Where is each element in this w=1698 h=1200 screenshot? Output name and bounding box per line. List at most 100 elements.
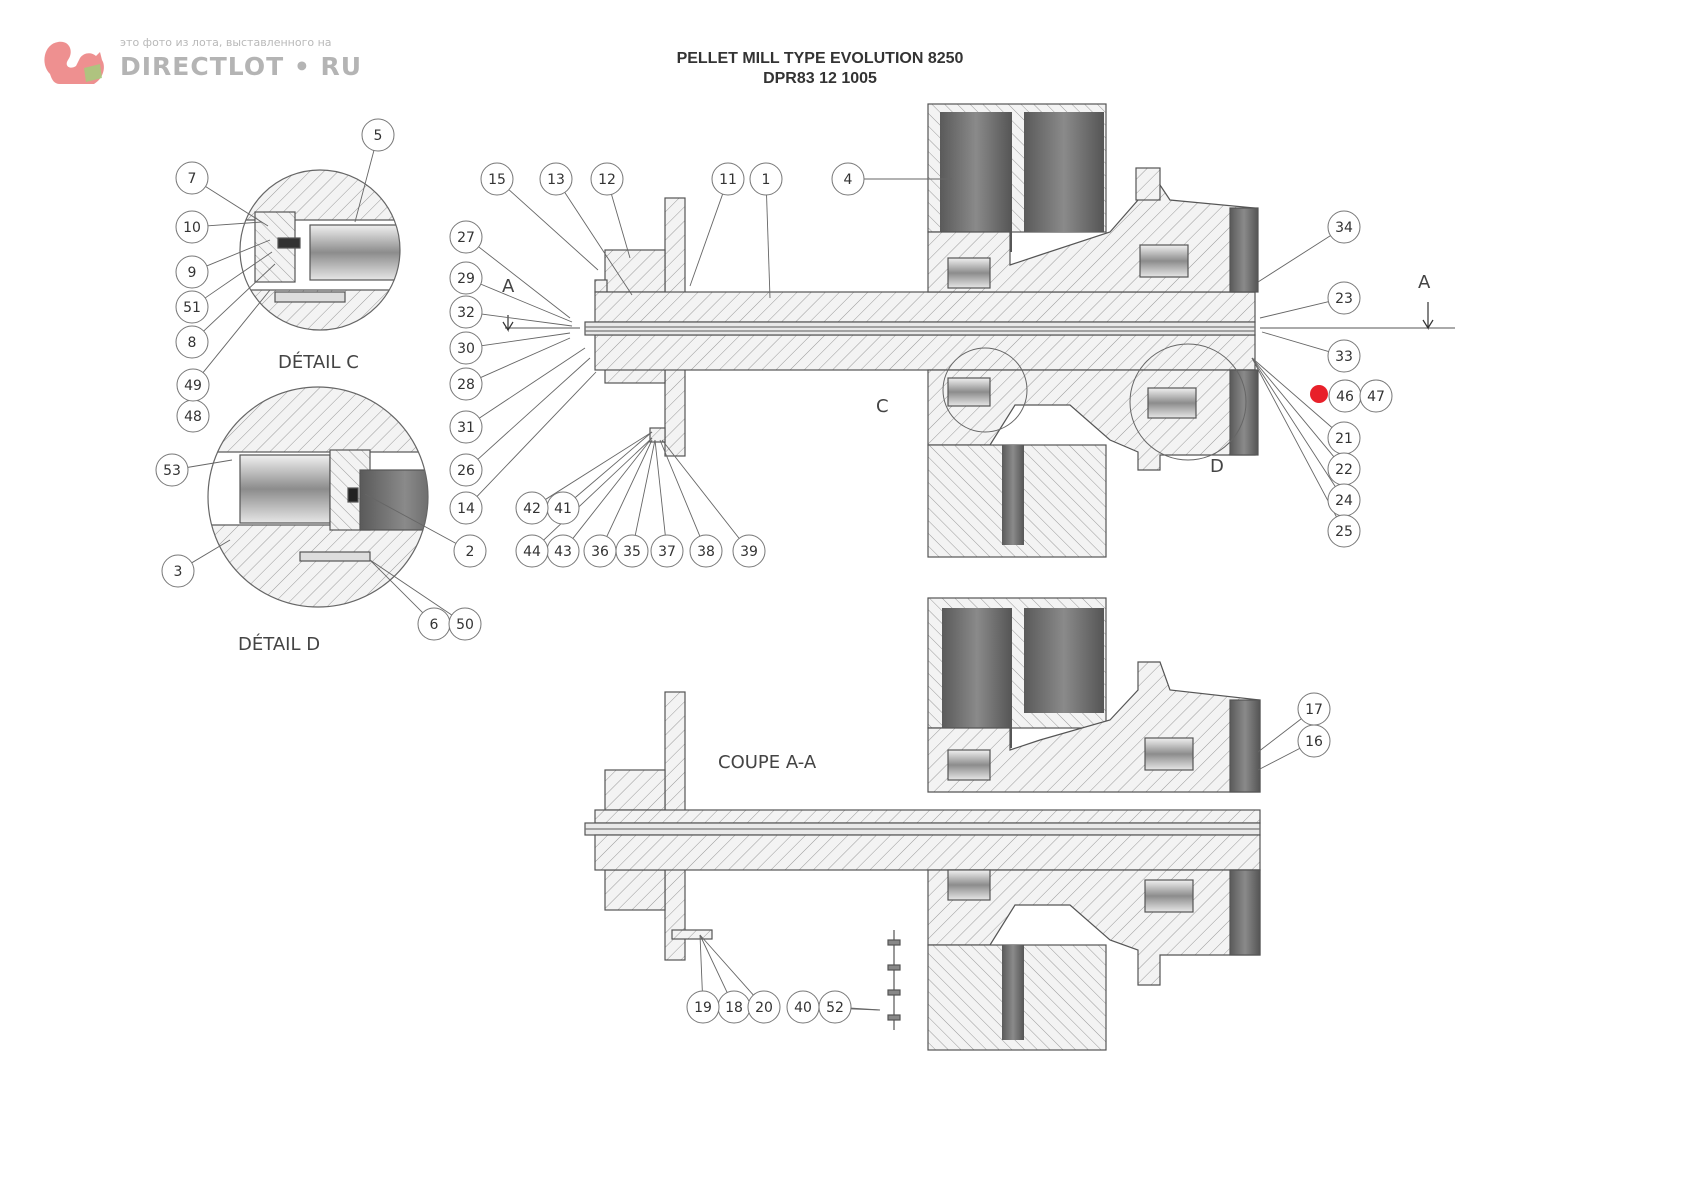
callout-number: 4 — [844, 172, 853, 188]
callout-bubble — [686, 990, 720, 1024]
callout-number: 50 — [456, 617, 474, 633]
callout-number: 7 — [188, 171, 197, 187]
leader-line — [203, 263, 276, 332]
callout-number: 18 — [725, 1000, 743, 1016]
leader-line — [354, 150, 375, 223]
watermark-caption: это фото из лота, выставленного на — [120, 36, 332, 49]
leader-line — [481, 332, 571, 347]
callout-number: 51 — [183, 300, 201, 316]
leader-line — [1257, 235, 1331, 283]
callout-number: 34 — [1335, 220, 1353, 236]
callout-number: 6 — [430, 617, 439, 633]
callout-number: 46 — [1336, 389, 1354, 405]
leader-line — [364, 493, 457, 544]
callout-number: 33 — [1335, 349, 1353, 365]
callout-number: 36 — [591, 544, 609, 560]
drawing-number: DPR83 12 1005 — [763, 70, 877, 87]
callout-number: 47 — [1367, 389, 1385, 405]
callout-bubble — [449, 295, 483, 329]
callout-number: 24 — [1335, 493, 1353, 509]
callout-bubble — [449, 491, 483, 525]
leader-line — [1251, 357, 1337, 518]
leader-line — [1257, 718, 1302, 753]
callout-bubble — [818, 990, 852, 1024]
leader-line — [207, 221, 263, 227]
leader-line — [574, 431, 653, 498]
callout-bubble — [689, 534, 723, 568]
leader-line — [850, 1007, 881, 1011]
callout-number: 14 — [457, 501, 475, 517]
callout-bubble — [449, 453, 483, 487]
callout-bubble — [1327, 339, 1361, 373]
leader-line — [479, 347, 586, 419]
leader-line — [476, 371, 597, 497]
leader-line — [661, 439, 740, 539]
detail-d-label: DÉTAIL D — [238, 634, 321, 655]
callout-number: 15 — [488, 172, 506, 188]
callout-number: 22 — [1335, 462, 1353, 478]
callout-number: 13 — [547, 172, 565, 188]
callout-bubble — [749, 162, 783, 196]
callout-number: 20 — [755, 1000, 773, 1016]
callout-number: 31 — [457, 420, 475, 436]
callout-bubble — [747, 990, 781, 1024]
leader-line — [1257, 747, 1300, 771]
callout-number: 11 — [719, 172, 737, 188]
callout-bubble — [480, 162, 514, 196]
callout-number: 10 — [183, 220, 201, 236]
callout-bubble — [449, 220, 483, 254]
callout-bubble — [175, 161, 209, 195]
leader-line — [1261, 331, 1329, 352]
detail-d — [207, 386, 429, 608]
cut-mark-right: A — [1418, 272, 1431, 293]
callout-number: 23 — [1335, 291, 1353, 307]
leader-line — [1251, 357, 1336, 487]
callout-number: 28 — [457, 377, 475, 393]
leader-line — [205, 186, 269, 227]
highlight-mark — [1310, 385, 1328, 403]
callout-bubble — [831, 162, 865, 196]
leader-line — [564, 192, 633, 296]
callout-bubble — [449, 410, 483, 444]
callout-bubble — [1297, 692, 1331, 726]
section-label: COUPE A-A — [718, 752, 817, 773]
detail-c-mark: C — [876, 396, 889, 417]
callout-number: 5 — [374, 128, 383, 144]
leader-line — [477, 357, 591, 460]
callout-bubble — [539, 162, 573, 196]
callout-number: 52 — [826, 1000, 844, 1016]
leader-lines — [187, 150, 1337, 1011]
leader-line — [543, 437, 653, 541]
leader-line — [699, 934, 754, 996]
callout-number: 27 — [457, 230, 475, 246]
leader-line — [611, 194, 631, 259]
leader-line — [202, 289, 271, 373]
callout-bubble — [583, 534, 617, 568]
leader-line — [204, 251, 273, 299]
callout-bubble — [1359, 379, 1393, 413]
callout-number: 40 — [794, 1000, 812, 1016]
leader-line — [369, 559, 424, 614]
callout-number: 16 — [1305, 734, 1323, 750]
leader-line — [699, 934, 703, 992]
detail-c — [239, 169, 401, 331]
callout-number: 8 — [188, 335, 197, 351]
leader-line — [699, 934, 728, 993]
leader-line — [572, 437, 653, 539]
callout-number: 9 — [188, 265, 197, 281]
callout-bubble — [650, 534, 684, 568]
callout-number: 19 — [694, 1000, 712, 1016]
leader-line — [545, 431, 653, 500]
watermark-brand: DIRECTLOT • RU — [120, 52, 363, 81]
callout-number: 26 — [457, 463, 475, 479]
callout-bubble — [453, 534, 487, 568]
callout-number: 53 — [163, 463, 181, 479]
leader-line — [480, 337, 571, 378]
detail-c-label: DÉTAIL C — [278, 352, 359, 373]
callout-bubble — [515, 491, 549, 525]
callout-number: 44 — [523, 544, 541, 560]
callout-number: 39 — [740, 544, 758, 560]
callout-bubble — [590, 162, 624, 196]
callout-number: 35 — [623, 544, 641, 560]
